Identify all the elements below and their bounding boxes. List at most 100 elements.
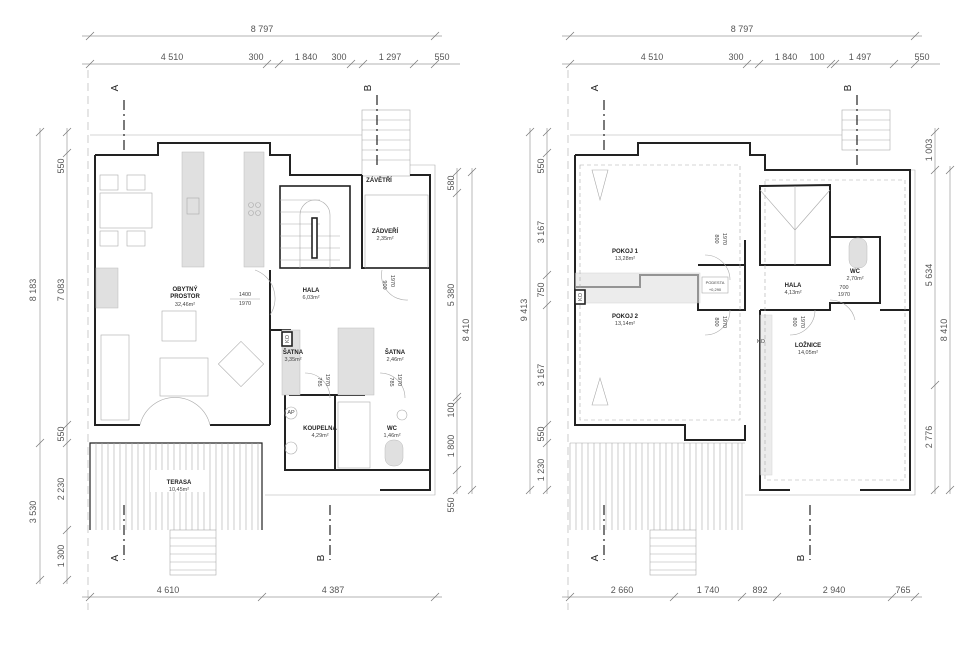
- dim-total-width: 8 797: [251, 24, 274, 34]
- room-area: 10,45m²: [169, 487, 189, 493]
- room-name: HALA: [303, 288, 320, 294]
- room-name: TERASA: [167, 480, 192, 486]
- dim-segment: 3 167: [536, 221, 546, 244]
- dimensions-top: 8 797 4 510 300 1 840 100 1 497 550: [562, 24, 940, 69]
- terrace: TERASA 10,45m²: [89, 442, 263, 576]
- dim-segment: 2 940: [823, 585, 846, 595]
- entrance-stairs: [361, 109, 411, 177]
- dim-segment: 750: [536, 282, 546, 297]
- room-area: 1,46m²: [383, 433, 400, 439]
- section-a-label: A: [590, 84, 601, 91]
- section-b-label: B: [316, 554, 327, 561]
- door-label: 800: [713, 317, 719, 326]
- dim-segment: 300: [248, 52, 263, 62]
- dim-total-width: 8 797: [731, 24, 754, 34]
- ko-label: KO: [285, 334, 291, 343]
- room-name: KOUPELNA: [303, 426, 337, 432]
- dim-segment: 5 634: [924, 264, 934, 287]
- section-a-label: A: [110, 554, 121, 561]
- door-label: 785: [388, 377, 394, 386]
- ko-label: KO: [578, 292, 584, 301]
- section-markers: A A B B: [110, 84, 378, 561]
- staircase: [279, 185, 351, 269]
- room-name: PROSTOR: [170, 294, 200, 300]
- ap-label: AP: [287, 410, 295, 416]
- room-name: POKOJ 1: [612, 249, 639, 255]
- podesta-label: PODESTA: [706, 280, 725, 285]
- door-label: 785: [316, 377, 322, 386]
- dim-segment: 1 800: [446, 435, 456, 458]
- ko-label: KO: [757, 339, 766, 345]
- section-b-label: B: [363, 84, 374, 91]
- door-label: 1970: [396, 374, 402, 386]
- dim-segment: 1 840: [775, 52, 798, 62]
- dim-segment: 1 230: [536, 459, 546, 482]
- dim-segment: 3 167: [536, 364, 546, 387]
- room-area: 32,46m²: [175, 302, 195, 308]
- dim-segment: 1 300: [56, 545, 66, 568]
- dim-segment: 1 497: [849, 52, 872, 62]
- door-label: 1970: [389, 275, 395, 287]
- dim-height: 8 183: [28, 279, 38, 302]
- room-area: 13,14m²: [615, 321, 635, 327]
- dim-height: 8 410: [461, 319, 471, 342]
- dim-segment: 7 083: [56, 279, 66, 302]
- room-area: 2,46m²: [386, 357, 403, 363]
- door-label: 800: [791, 317, 797, 326]
- dim-segment: 300: [331, 52, 346, 62]
- room-name: LOŽNICE: [795, 341, 821, 349]
- door-label: 1970: [324, 374, 330, 386]
- room-name: WC: [850, 269, 861, 275]
- dim-height: 8 410: [939, 319, 949, 342]
- room-area: 4,29m²: [311, 433, 328, 439]
- dimensions-bottom: 2 660 1 740 892 2 940 765: [562, 585, 922, 602]
- dim-segment: 550: [446, 497, 456, 512]
- dimensions-left: 8 183 3 530 550 7 083 550 2 230 1 300: [28, 127, 72, 585]
- dim-segment: 580: [446, 175, 456, 190]
- door-width: 1400: [239, 292, 251, 298]
- room-name: HALA: [785, 283, 802, 289]
- podesta-level: +0,290: [709, 287, 722, 292]
- room-area: 13,28m²: [615, 256, 635, 262]
- dim-segment: 550: [914, 52, 929, 62]
- section-b-label: B: [796, 554, 807, 561]
- dim-segment: 4 610: [157, 585, 180, 595]
- dim-height: 3 530: [28, 501, 38, 524]
- dimensions-bottom: 4 610 4 387: [82, 585, 442, 602]
- dim-height: 9 413: [519, 299, 529, 322]
- room-name: ZÁVĚTŘÍ: [366, 176, 392, 184]
- dim-segment: 550: [536, 426, 546, 441]
- living-room: OBYTNÝ PROSTOR 32,46m² 1400 1970: [95, 151, 265, 426]
- dim-segment: 4 510: [161, 52, 184, 62]
- door-height: 1970: [838, 292, 850, 298]
- dimensions-left: 9 413 550 3 167 750 3 167 550 1 230: [519, 127, 552, 495]
- dimensions-top: 8 797 4 510 300 1 840 300 1 297 550: [82, 24, 460, 69]
- room-name: ŠATNA: [283, 348, 304, 356]
- section-a-label: A: [590, 554, 601, 561]
- door-height: 1970: [239, 301, 251, 307]
- dim-segment: 1 297: [379, 52, 402, 62]
- ground-floor-plan: 8 797 4 510 300 1 840 300 1 297 550 8 18…: [28, 24, 477, 602]
- terrace-below: [569, 443, 743, 576]
- dim-segment: 1 840: [295, 52, 318, 62]
- dimensions-right: 1 003 5 634 2 776 8 410: [924, 127, 955, 495]
- dim-segment: 550: [536, 158, 546, 173]
- dim-segment: 1 740: [697, 585, 720, 595]
- door-label: 1970: [799, 316, 805, 328]
- room-name: ZÁDVEŘÍ: [372, 227, 399, 235]
- dim-segment: 100: [809, 52, 824, 62]
- room-area: 14,05m²: [798, 350, 818, 356]
- room-area: 3,35m²: [284, 357, 301, 363]
- dim-segment: 550: [56, 426, 66, 441]
- room-name: OBYTNÝ: [172, 286, 197, 293]
- dim-segment: 1 003: [924, 139, 934, 162]
- room-name: WC: [387, 426, 398, 432]
- dim-segment: 300: [728, 52, 743, 62]
- dim-segment: 765: [895, 585, 910, 595]
- door-label: 1970: [721, 233, 727, 245]
- door-label: 800: [713, 234, 719, 243]
- room-area: 4,13m²: [784, 290, 801, 296]
- dim-segment: 892: [752, 585, 767, 595]
- door-label: 1970: [721, 316, 727, 328]
